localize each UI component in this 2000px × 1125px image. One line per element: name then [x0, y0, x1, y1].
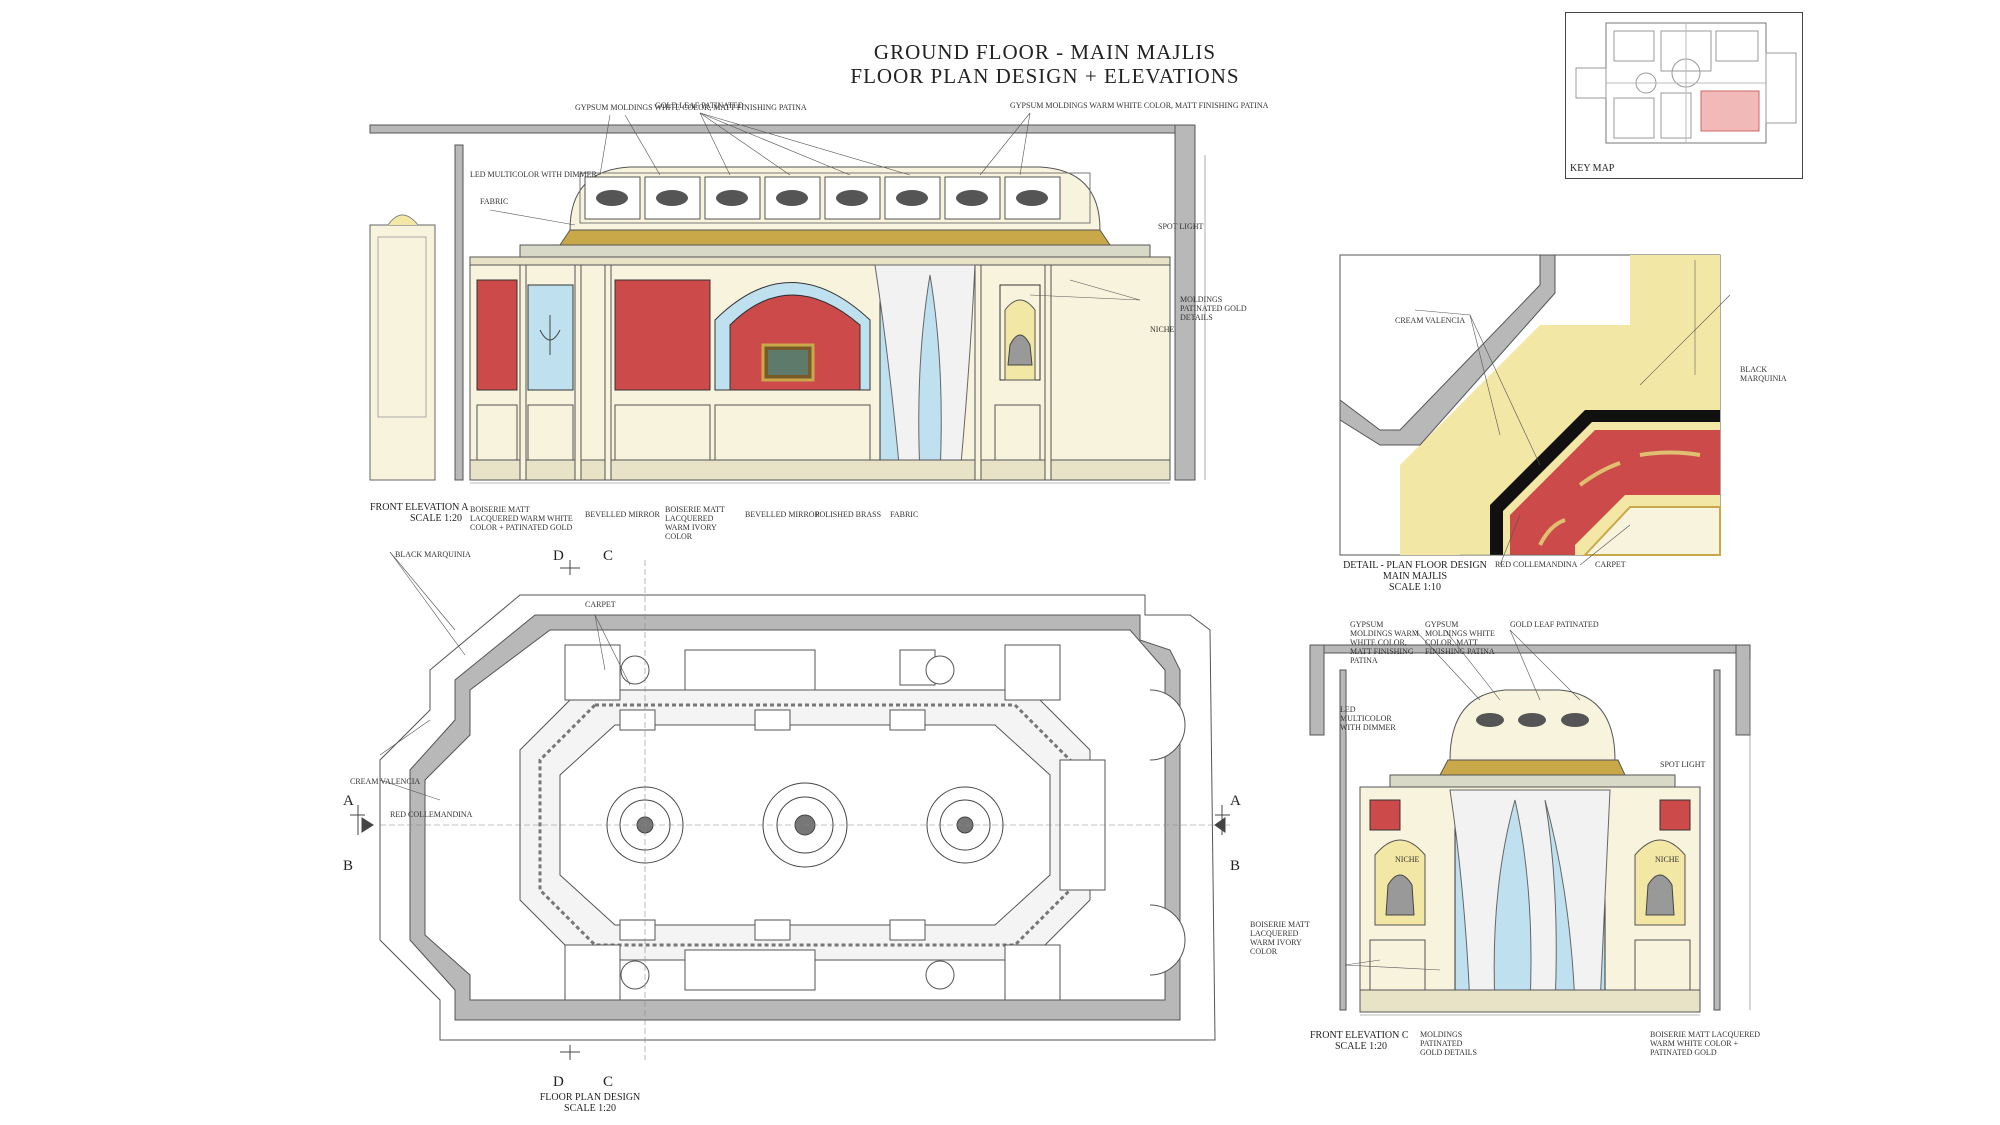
section-mark-a-left: A — [343, 793, 354, 809]
label-c-boiserie-gold: BOISERIE MATT LACQUERED WARM WHITE COLOR… — [1650, 1030, 1761, 1057]
label-plan-carpet: CARPET — [585, 600, 616, 609]
label-boiserie-left: BOISERIE MATT LACQUERED WARM WHITE COLOR… — [470, 505, 573, 532]
label-gypsum-moldings-right: GYPSUM MOLDINGS WARM WHITE COLOR, MATT F… — [1010, 101, 1269, 110]
label-gypsum-moldings-left: GYPSUM MOLDINGS WHITE COLOR, MATT FINISH… — [575, 103, 807, 112]
label-polished-brass: POLISHED BRASS — [815, 510, 882, 519]
floor-plan-scale: SCALE 1:20 — [564, 1103, 616, 1114]
label-c-gypsum-moldings-2: GYPSUM MOLDINGS WHITE COLOR, MATT FINISH… — [1425, 620, 1495, 656]
detail-plan-floor — [1339, 254, 1731, 566]
label-detail-cream-valencia: CREAM VALENCIA — [1395, 316, 1466, 325]
section-mark-d-top: D — [553, 548, 564, 564]
sheet-title-line2: FLOOR PLAN DESIGN + ELEVATIONS — [850, 64, 1240, 88]
section-mark-b-right: B — [1230, 858, 1241, 874]
section-mark-c-top: C — [603, 548, 614, 564]
label-plan-cream-valencia: CREAM VALENCIA — [350, 777, 421, 786]
label-boiserie-mid: BOISERIE MATT LACQUERED WARM IVORY COLOR — [665, 505, 725, 541]
label-c-moldings-patinated: MOLDINGS PATINATED GOLD DETAILS — [1420, 1030, 1477, 1057]
label-bevelled-mirror-1: BEVELLED MIRROR — [585, 510, 660, 519]
detail-caption-line1: DETAIL - PLAN FLOOR DESIGN — [1343, 560, 1487, 571]
key-map: KEY MAP — [1565, 12, 1803, 179]
label-fabric-top: FABRIC — [480, 197, 509, 206]
label-bevelled-mirror-2: BEVELLED MIRROR — [745, 510, 820, 519]
front-elevation-a-scale: SCALE 1:20 — [410, 513, 462, 524]
label-c-led-multicolor: LED MULTICOLOR WITH DIMMER — [1340, 705, 1396, 732]
front-elevation-c-title: FRONT ELEVATION C — [1310, 1030, 1409, 1041]
floor-plan-title: FLOOR PLAN DESIGN — [539, 1092, 641, 1103]
label-c-gold-leaf: GOLD LEAF PATINATED — [1510, 620, 1599, 629]
label-plan-black-marquinia: BLACK MARQUINIA — [395, 550, 471, 559]
front-elevation-a — [369, 112, 1206, 484]
label-c-niche-left: NICHE — [1395, 855, 1420, 864]
label-gold-leaf-a: GOLD LEAF PATINATED — [655, 101, 744, 110]
label-c-spot-light: SPOT LIGHT — [1660, 760, 1706, 769]
front-elevation-c — [1309, 629, 1751, 1016]
detail-caption: DETAIL - PLAN FLOOR DESIGN MAIN MAJLIS S… — [1340, 560, 1490, 593]
sheet-title-line1: GROUND FLOOR - MAIN MAJLIS — [873, 40, 1217, 64]
section-mark-a-right: A — [1230, 793, 1241, 809]
front-elevation-a-title: FRONT ELEVATION A — [370, 502, 469, 513]
detail-scale: SCALE 1:10 — [1389, 582, 1441, 593]
key-map-label: KEY MAP — [1570, 163, 1615, 174]
label-detail-black-marquinia: BLACK MARQUINIA — [1740, 365, 1787, 383]
label-moldings-patinated-a: MOLDINGS PATINATED GOLD DETAILS — [1180, 295, 1247, 322]
label-spot-light-a: SPOT LIGHT — [1158, 222, 1204, 231]
floor-plan — [350, 551, 1230, 1060]
front-elevation-a-caption: FRONT ELEVATION A SCALE 1:20 — [370, 502, 469, 524]
label-fabric-bottom: FABRIC — [890, 510, 919, 519]
detail-caption-line2: MAIN MAJLIS — [1382, 571, 1448, 582]
label-detail-carpet: CARPET — [1595, 560, 1626, 569]
key-map-drawing — [1575, 22, 1797, 144]
label-c-gypsum-moldings-1: GYPSUM MOLDINGS WARM WHITE COLOR, MATT F… — [1350, 620, 1419, 665]
section-mark-d-bottom: D — [553, 1074, 564, 1090]
front-elevation-c-scale: SCALE 1:20 — [1335, 1041, 1387, 1052]
label-c-niche-right: NICHE — [1655, 855, 1680, 864]
floor-plan-caption: FLOOR PLAN DESIGN SCALE 1:20 — [520, 1092, 660, 1114]
sheet-title: GROUND FLOOR - MAIN MAJLIS FLOOR PLAN DE… — [820, 40, 1270, 88]
label-plan-red-collemandina: RED COLLEMANDINA — [390, 810, 473, 819]
label-led-multicolor-a: LED MULTICOLOR WITH DIMMER — [470, 170, 597, 179]
label-niche-a: NICHE — [1150, 325, 1175, 334]
section-mark-c-bottom: C — [603, 1074, 614, 1090]
front-elevation-c-caption: FRONT ELEVATION C SCALE 1:20 — [1310, 1030, 1409, 1052]
label-detail-red-collemandina: RED COLLEMANDINA — [1495, 560, 1578, 569]
label-c-boiserie-matt: BOISERIE MATT LACQUERED WARM IVORY COLOR — [1250, 920, 1310, 956]
section-mark-b-left: B — [343, 858, 354, 874]
